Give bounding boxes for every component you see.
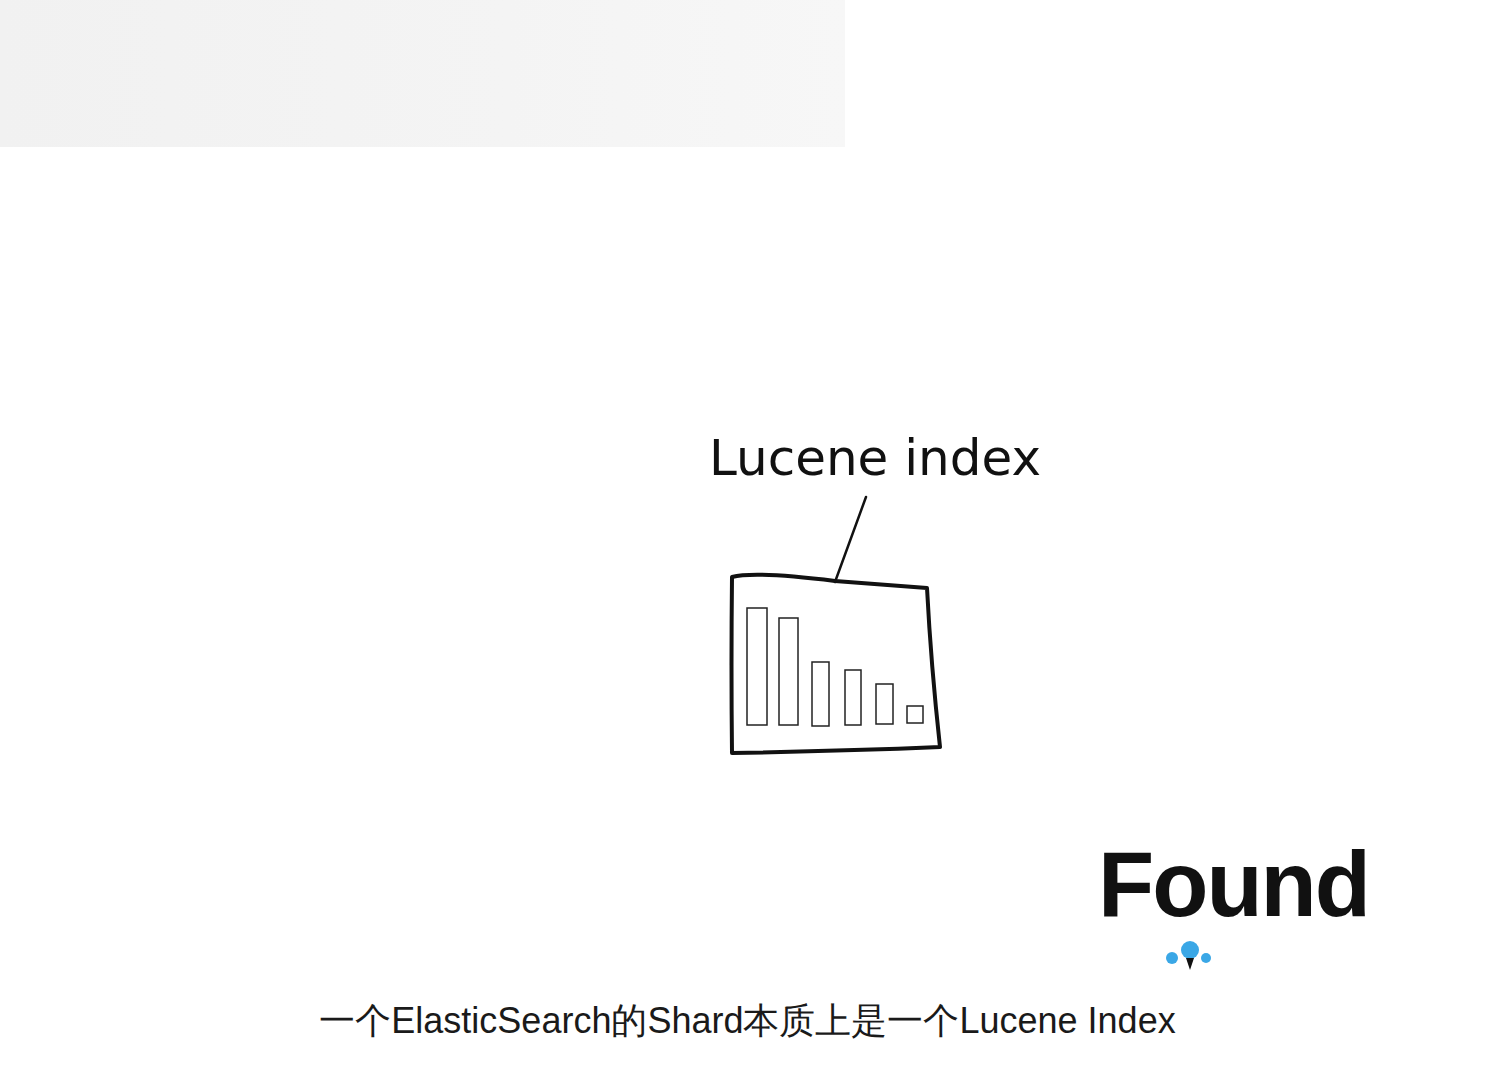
- subtitle-caption: 一个ElasticSearch的Shard本质上是一个Lucene Index: [0, 997, 1495, 1046]
- logo-text: Found: [1098, 838, 1369, 930]
- node-heading: Lucene index: [709, 433, 1041, 483]
- lucene-index-box: Lucene index: [695, 425, 1055, 760]
- background-band: [0, 0, 845, 147]
